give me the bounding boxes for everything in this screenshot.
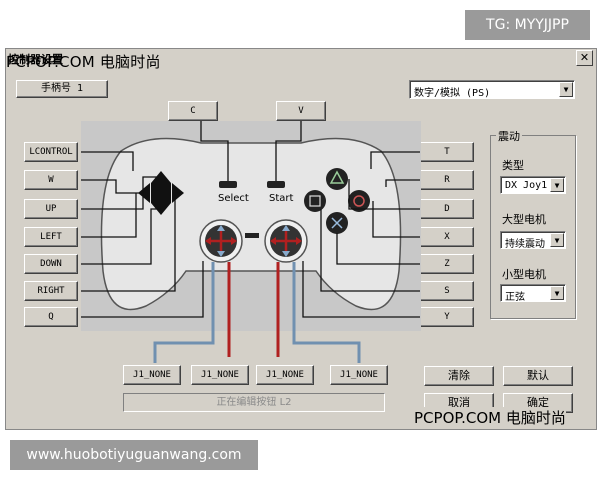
mapping-r2-value: T [444, 147, 450, 157]
right-analog-stick-icon [264, 219, 308, 263]
small-motor-value: 正弦 [505, 292, 525, 303]
left-connector-lines [81, 151, 204, 318]
mapping-l1[interactable]: LCONTROL [24, 142, 78, 162]
pcpop-watermark-top: PCPOP.COM 电脑时尚 [6, 53, 161, 71]
mapping-cross-value: Z [444, 259, 450, 269]
mapping-r2[interactable]: T [420, 142, 474, 162]
cancel-button-label: 取消 [448, 396, 470, 409]
triangle-button-icon [326, 168, 348, 190]
controller-number-button[interactable]: 手柄号 1 [16, 80, 108, 98]
mapping-l2[interactable]: W [24, 170, 78, 190]
ok-button-label: 确定 [527, 396, 549, 409]
large-motor-value: 持续震动 [505, 239, 545, 250]
small-motor-label: 小型电机 [502, 268, 546, 281]
chevron-down-icon[interactable]: ▼ [550, 233, 564, 247]
controller-number-label: 手柄号 1 [41, 83, 84, 94]
right-stick-line-2 [292, 262, 361, 363]
mapping-circle[interactable]: X [420, 227, 474, 247]
square-button-icon [304, 190, 326, 212]
mapping-square-value: S [444, 286, 450, 296]
mapping-square[interactable]: S [420, 281, 474, 301]
select-mapping-value: C [190, 106, 196, 116]
mapping-r3-value: Y [444, 312, 450, 322]
window-title: 控制器设置 [8, 53, 63, 66]
vibration-type-label: 类型 [502, 159, 524, 172]
right-stick-mapping-1-value: J1_NONE [266, 370, 304, 380]
start-mapping-value: V [298, 106, 304, 116]
right-stick-mapping-1[interactable]: J1_NONE [256, 365, 314, 385]
vibration-group-title: 震动 [496, 128, 522, 144]
start-pad-label: Start [269, 193, 294, 204]
left-analog-stick-icon [199, 219, 243, 263]
large-motor-label: 大型电机 [502, 213, 546, 226]
status-field: 正在编辑按钮 L2 [123, 393, 385, 412]
gamepad-body [100, 137, 402, 311]
right-stick-mapping-2-value: J1_NONE [340, 370, 378, 380]
mapping-circle-value: X [444, 232, 450, 242]
mapping-l3[interactable]: Q [24, 307, 78, 327]
mapping-l1-value: LCONTROL [29, 147, 73, 157]
pcpop-watermark-bottom: PCPOP.COM 电脑时尚 [414, 407, 566, 428]
mapping-dpad-down[interactable]: DOWN [24, 254, 78, 274]
mapping-triangle[interactable]: D [420, 199, 474, 219]
mapping-r1[interactable]: R [420, 170, 474, 190]
clear-button[interactable]: 清除 [424, 366, 494, 386]
vibration-type-value: DX Joy1 [505, 180, 548, 191]
mapping-dpad-down-value: DOWN [40, 259, 62, 269]
left-stick-mapping-2[interactable]: J1_NONE [191, 365, 249, 385]
url-watermark: www.huobotiyuguanwang.com [10, 440, 258, 470]
mapping-dpad-right[interactable]: RIGHT [24, 281, 78, 301]
start-mapping-box[interactable]: V [276, 101, 326, 121]
mapping-dpad-left-value: LEFT [40, 232, 62, 242]
mode-select-value: 数字/模拟 (PS) [414, 88, 491, 99]
clear-button-label: 清除 [448, 369, 470, 382]
mapping-dpad-right-value: RIGHT [37, 286, 65, 296]
left-stick-mapping-2-value: J1_NONE [201, 370, 239, 380]
start-button-icon [267, 181, 285, 188]
mapping-triangle-value: D [444, 204, 450, 214]
close-icon: ✕ [579, 51, 590, 64]
right-stick-mapping-2[interactable]: J1_NONE [330, 365, 388, 385]
chevron-down-icon[interactable]: ▼ [550, 286, 564, 300]
select-pad-label: Select [218, 193, 249, 204]
mode-select[interactable]: 数字/模拟 (PS) ▼ [409, 80, 575, 99]
mapping-l3-value: Q [48, 312, 54, 322]
chevron-down-icon[interactable]: ▼ [550, 178, 564, 192]
mapping-cross[interactable]: Z [420, 254, 474, 274]
right-connector-lines [302, 151, 420, 318]
left-stick-mapping-1[interactable]: J1_NONE [123, 365, 181, 385]
mapping-dpad-up-value: UP [45, 204, 57, 214]
small-motor-select[interactable]: 正弦 ▼ [500, 284, 566, 303]
vibration-group [490, 135, 576, 319]
vibration-type-select[interactable]: DX Joy1 ▼ [500, 176, 566, 194]
default-button-label: 默认 [527, 369, 549, 382]
gamepad-illustration: Select Start [81, 121, 421, 363]
large-motor-select[interactable]: 持续震动 ▼ [500, 231, 566, 250]
mapping-r3[interactable]: Y [420, 307, 474, 327]
select-mapping-box[interactable]: C [168, 101, 218, 121]
left-stick-line-1 [153, 262, 215, 363]
center-marker [245, 233, 259, 238]
select-button-icon [219, 181, 237, 188]
title-bar: 控制器设置 PCPOP.COM 电脑时尚 ✕ [6, 49, 596, 71]
mapping-dpad-left[interactable]: LEFT [24, 227, 78, 247]
left-stick-mapping-1-value: J1_NONE [133, 370, 171, 380]
mapping-dpad-up[interactable]: UP [24, 199, 78, 219]
chevron-down-icon[interactable]: ▼ [559, 82, 573, 97]
controller-settings-window: 控制器设置 PCPOP.COM 电脑时尚 ✕ 手柄号 1 数字/模拟 (PS) … [5, 48, 597, 430]
status-text: 正在编辑按钮 L2 [216, 397, 292, 408]
circle-button-icon [348, 190, 370, 212]
close-button[interactable]: ✕ [576, 50, 593, 66]
tg-watermark: TG: MYYJJPP [465, 10, 590, 40]
mapping-r1-value: R [444, 175, 450, 185]
default-button[interactable]: 默认 [503, 366, 573, 386]
mapping-l2-value: W [48, 175, 54, 185]
